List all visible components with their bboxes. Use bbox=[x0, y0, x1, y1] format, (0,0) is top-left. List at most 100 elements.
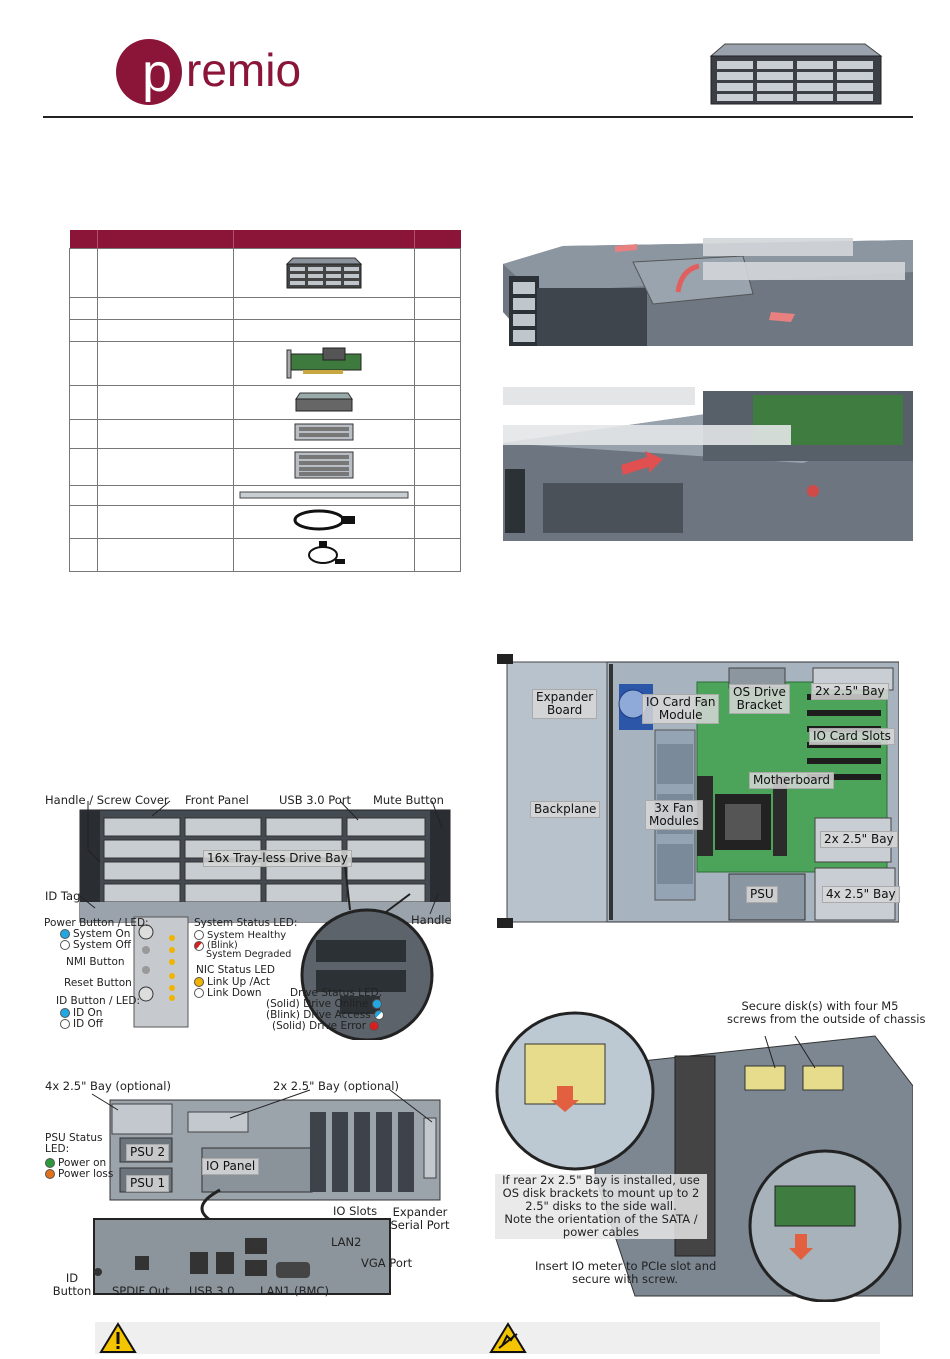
power-on-label: Power on bbox=[45, 1157, 106, 1170]
psu-label: PSU bbox=[746, 886, 778, 903]
link-up-label: Link Up /Act bbox=[194, 976, 270, 989]
id-off-label: ID Off bbox=[60, 1018, 103, 1031]
premio-logo: p remio bbox=[116, 39, 301, 105]
io-panel-label: IO Panel bbox=[202, 1158, 260, 1175]
motherboard-label: Motherboard bbox=[749, 772, 834, 789]
drive-access-label: (Blink) Drive Access bbox=[266, 1009, 387, 1022]
table-row bbox=[68, 448, 462, 486]
bay2-module-image bbox=[294, 423, 354, 441]
table-header-row bbox=[69, 230, 461, 249]
warning-icon bbox=[99, 1322, 137, 1353]
svg-text:remio: remio bbox=[186, 44, 301, 96]
system-off-label: System Off bbox=[60, 939, 131, 952]
spdif-out-label: SPDIF Out bbox=[112, 1284, 170, 1298]
rail-image bbox=[239, 491, 409, 499]
reset-button-label: Reset Button bbox=[64, 977, 132, 989]
remove-cover-image bbox=[503, 387, 913, 541]
id-button-led-label: ID Button / LED: bbox=[56, 995, 141, 1007]
drive-bay-label: 16x Tray-less Drive Bay bbox=[203, 850, 352, 867]
top-cover-image bbox=[503, 238, 913, 346]
orange-led-icon bbox=[45, 1169, 55, 1179]
rear-bay2-label: 2x 2.5" Bay (optional) bbox=[273, 1079, 399, 1093]
rear-bay4-label: 4x 2.5" Bay (optional) bbox=[45, 1079, 171, 1093]
io-card-slots-label: IO Card Slots bbox=[809, 728, 895, 745]
off-led-icon bbox=[60, 1019, 70, 1029]
id-on-label: ID On bbox=[60, 1007, 102, 1020]
esd-caution-icon bbox=[489, 1322, 527, 1353]
mute-button-label: Mute Button bbox=[373, 793, 444, 807]
power-loss-label: Power loss bbox=[45, 1168, 113, 1181]
io-slots-label: IO Slots bbox=[333, 1204, 378, 1218]
off-led-icon bbox=[194, 930, 204, 940]
fan-module-image bbox=[294, 392, 353, 411]
table-row bbox=[68, 505, 462, 539]
install-drawing bbox=[495, 1011, 913, 1302]
drive-online-label: (Solid) Drive Online bbox=[266, 998, 385, 1011]
table-row bbox=[68, 419, 462, 449]
system-on-label: System On bbox=[60, 928, 130, 941]
red-blink-led-icon bbox=[194, 940, 204, 951]
table-row bbox=[68, 319, 462, 342]
nmi-button-label: NMI Button bbox=[66, 956, 125, 968]
usb-port-label: USB 3.0 Port bbox=[279, 793, 352, 807]
front-panel-label: Front Panel bbox=[185, 793, 249, 807]
psu1-label: PSU 1 bbox=[126, 1175, 170, 1192]
rear-panel-drawing bbox=[91, 1089, 441, 1295]
lan1-label: LAN1 (BMC) bbox=[260, 1284, 329, 1298]
power-cord-image bbox=[293, 509, 355, 531]
table-row bbox=[68, 248, 462, 298]
front-panel-diagram: Handle / Screw Cover Front Panel USB 3.0… bbox=[40, 790, 460, 1040]
bay4-module-image bbox=[294, 451, 354, 479]
rear-panel-diagram: 4x 2.5" Bay (optional) 2x 2.5" Bay (opti… bbox=[40, 1078, 460, 1303]
drive-error-label: (Solid) Drive Error bbox=[272, 1020, 382, 1033]
bay2-top-label: 2x 2.5" Bay bbox=[811, 683, 889, 700]
table-row bbox=[68, 538, 462, 572]
off-led-icon bbox=[60, 940, 70, 950]
power-button-led-label: Power Button / LED: bbox=[44, 917, 149, 929]
system-status-led-label: System Status LED: bbox=[194, 917, 298, 929]
psu-led-label: LED: bbox=[45, 1143, 70, 1155]
backplane-label: Backplane bbox=[530, 801, 601, 818]
table-row bbox=[68, 385, 462, 420]
red-led-icon bbox=[369, 1021, 380, 1031]
link-down-label: Link Down bbox=[194, 987, 262, 1000]
lan2-label: LAN2 bbox=[331, 1235, 362, 1249]
id-tag-label: ID Tag bbox=[45, 889, 81, 903]
green-led-icon bbox=[45, 1158, 55, 1168]
chassis-image bbox=[285, 257, 363, 289]
blink-label: (Blink) bbox=[194, 939, 238, 952]
drive-status-led-label: Drive Status LED: bbox=[290, 987, 383, 999]
bay4-label: 4x 2.5" Bay bbox=[822, 886, 900, 903]
handle-label: Handle bbox=[411, 913, 452, 927]
bay2-mid-label: 2x 2.5" Bay bbox=[820, 831, 898, 848]
nic-status-led-label: NIC Status LED bbox=[196, 964, 275, 976]
warning-bar bbox=[95, 1322, 880, 1354]
blue-blink-led-icon bbox=[373, 1010, 384, 1020]
system-healthy-label: System Healthy bbox=[194, 929, 286, 942]
table-row bbox=[68, 297, 462, 320]
usb30-label: USB 3.0 bbox=[189, 1284, 235, 1298]
server-thumbnail bbox=[709, 43, 883, 105]
vga-port-label: VGA Port bbox=[361, 1256, 413, 1270]
system-degraded-label: System Degraded bbox=[206, 949, 292, 960]
header-rule bbox=[43, 116, 913, 118]
off-led-icon bbox=[194, 988, 204, 998]
table-row bbox=[68, 485, 462, 506]
table-row bbox=[68, 341, 462, 386]
yellow-led-icon bbox=[194, 977, 204, 987]
handle-screw-cover-label: Handle / Screw Cover bbox=[45, 793, 169, 807]
blue-led-icon bbox=[60, 929, 70, 939]
psu2-label: PSU 2 bbox=[126, 1144, 170, 1161]
psu-status-label: PSU Status bbox=[45, 1132, 103, 1144]
